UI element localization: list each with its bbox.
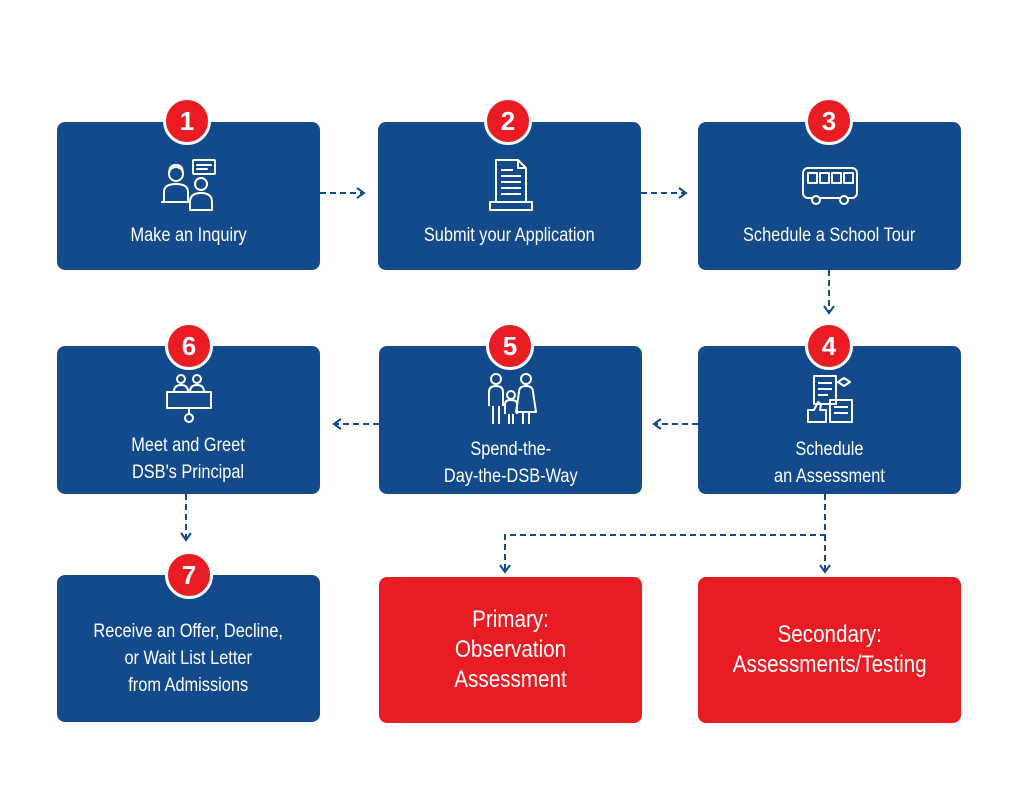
outcome-primary-label: Primary: Observation Assessment	[454, 606, 567, 693]
outcome-secondary-label: Secondary: Assessments/Testing	[732, 621, 927, 678]
step-4-badge: 4	[805, 322, 853, 370]
assessment-icon	[806, 375, 853, 423]
step-7-label: Receive an Offer, Decline, or Wait List …	[93, 621, 284, 696]
step-6-box: Meet and Greet DSB's Principal	[57, 346, 320, 494]
step-4-box: Schedule an Assessment	[698, 346, 961, 494]
step-1-box: Make an Inquiry	[57, 122, 320, 270]
application-document-icon	[488, 158, 533, 211]
step-2-badge: 2	[484, 97, 532, 145]
step-3-badge: 3	[805, 97, 853, 145]
step-2-box: Submit your Application	[378, 122, 641, 270]
step-7-badge: 7	[165, 551, 213, 599]
step-4-label: Schedule an Assessment	[774, 439, 885, 487]
arrow-4-to-primary	[499, 494, 826, 574]
outcome-secondary-box: Secondary: Assessments/Testing	[698, 577, 961, 723]
step-1-badge: 1	[163, 97, 211, 145]
outcome-primary-box: Primary: Observation Assessment	[379, 577, 642, 723]
step-3-label: Schedule a School Tour	[743, 224, 916, 246]
step-5-label: Spend-the- Day-the-DSB-Way	[443, 439, 578, 487]
step-6-badge: 6	[165, 322, 213, 370]
meeting-table-icon	[165, 374, 212, 423]
bus-icon	[801, 166, 858, 205]
step-2-label: Submit your Application	[424, 224, 595, 246]
family-icon	[487, 373, 537, 424]
step-5-box: Spend-the- Day-the-DSB-Way	[379, 346, 642, 494]
step-6-label: Meet and Greet DSB's Principal	[131, 435, 246, 483]
step-1-label: Make an Inquiry	[130, 224, 247, 246]
step-7-box: Receive an Offer, Decline, or Wait List …	[57, 575, 320, 722]
inquiry-icon	[160, 158, 216, 211]
step-3-box: Schedule a School Tour	[698, 122, 961, 270]
step-5-badge: 5	[486, 322, 534, 370]
